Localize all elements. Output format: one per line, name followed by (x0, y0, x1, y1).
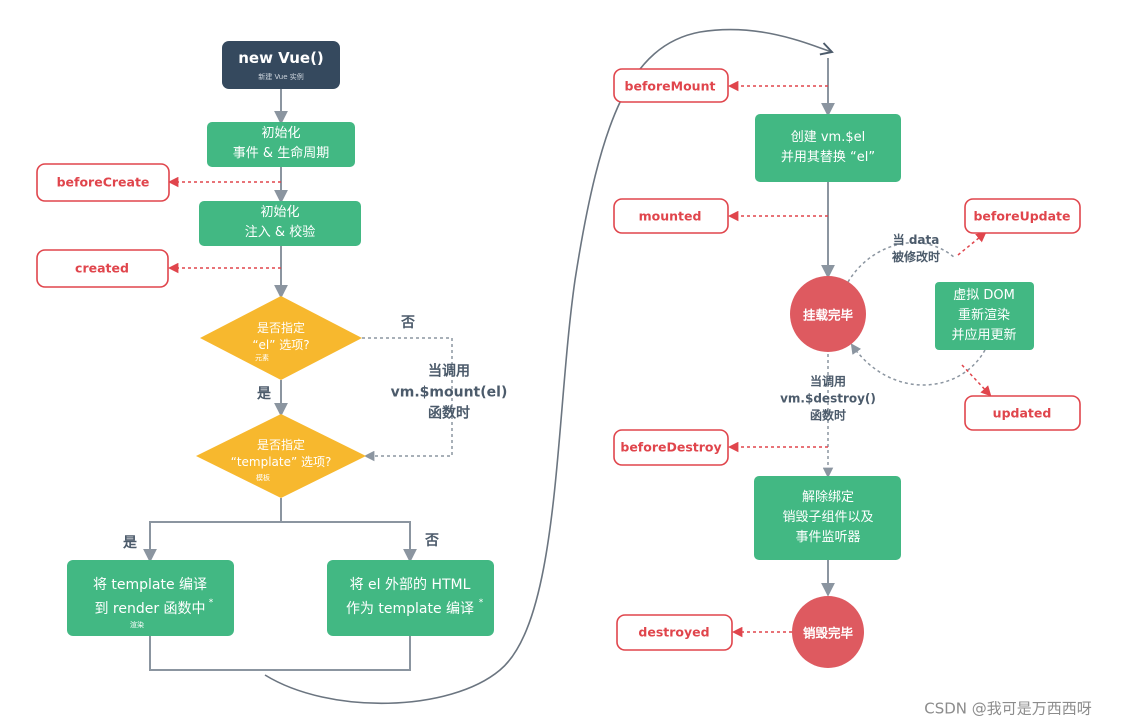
hook-pill (613, 429, 729, 466)
init-events-box (207, 122, 355, 167)
hook-arrow (961, 364, 992, 397)
hook-pill (964, 395, 1081, 431)
asterisk-mark: * (478, 598, 484, 608)
mounted-state-circle (790, 276, 866, 352)
vdom-line: 虚拟 DOM (953, 288, 1015, 303)
hook-pill (616, 614, 733, 651)
vdom-line: 重新渲染 (957, 308, 1011, 323)
watermark: CSDN @我可是万西西呀 (924, 699, 1092, 718)
flow-line (143, 498, 282, 563)
data-changed-line: 被修改时 (891, 250, 941, 264)
teardown-box (754, 476, 901, 560)
mounted-state-text: 挂载完毕 (802, 307, 854, 323)
mount-call-line: 函数时 (427, 405, 470, 422)
update-loop (847, 241, 956, 283)
no-label: 否 (425, 533, 439, 549)
init-inject-line: 注入 & 校验 (244, 225, 316, 240)
destroy-call-line: 函数时 (809, 408, 847, 423)
init-inject-text: 初始化 注入 & 校验 (245, 203, 315, 243)
vdom-box (935, 282, 1034, 350)
vdom-line: 并应用更新 (951, 328, 1017, 343)
join-curve (264, 28, 834, 705)
destroyed-state-text: 销毁完毕 (802, 625, 854, 641)
template-decision-diamond (196, 414, 366, 498)
update-loop (850, 343, 986, 386)
hook-pill (964, 198, 1081, 234)
yes-label: 是 (257, 386, 271, 402)
compile-template-line: 到 render 函数中 (94, 601, 206, 617)
compile-el-line: 作为 template 编译 (345, 601, 475, 617)
hook-arrow (957, 231, 987, 256)
hook-destroyed: destroyed (638, 624, 710, 640)
data-changed-note: 当 data 被修改时 (892, 232, 940, 266)
init-events-line: 初始化 (261, 126, 301, 141)
el-decision-small: 元素 (255, 354, 269, 362)
destroyed-state-circle (792, 596, 864, 668)
init-inject-box (199, 201, 361, 246)
init-inject-line: 初始化 (260, 205, 300, 220)
el-decision-line: 是否指定 (256, 321, 305, 335)
hook-before-destroy: beforeDestroy (620, 439, 722, 455)
hook-mounted: mounted (638, 208, 702, 224)
compile-el-text: 将 el 外部的 HTML 作为 template 编译 (346, 573, 474, 621)
destroy-call-line: vm.$destroy() (780, 391, 876, 406)
create-el-line: 并用其替换 “el” (780, 150, 876, 165)
render-small: 渲染 (130, 621, 144, 629)
new-vue-box (222, 41, 340, 89)
teardown-line: 销毁子组件以及 (782, 510, 874, 525)
teardown-line: 解除绑定 (801, 490, 855, 505)
hook-pill (36, 249, 169, 288)
asterisk-mark: * (208, 598, 214, 608)
compile-template-box (67, 560, 234, 636)
create-el-box (755, 114, 901, 182)
new-vue-title: new Vue() (238, 49, 324, 67)
flow-line (149, 636, 411, 671)
mount-call-line: vm.$mount(el) (390, 384, 508, 401)
hook-pill (613, 198, 729, 234)
create-el-text: 创建 vm.$el 并用其替换 “el” (781, 128, 875, 168)
hook-before-create: beforeCreate (56, 174, 150, 190)
init-events-text: 初始化 事件 & 生命周期 (233, 124, 329, 164)
data-changed-line: 当 data (892, 233, 940, 247)
mount-call-line: 当调用 (427, 363, 470, 380)
new-vue-subtitle: 新建 Vue 实例 (258, 73, 304, 81)
hook-pill (613, 68, 729, 103)
template-decision-line: 是否指定 (256, 438, 306, 452)
hook-updated: updated (992, 405, 1052, 421)
template-decision-small: 模板 (256, 474, 270, 482)
el-decision-diamond (200, 296, 362, 380)
template-decision-line: “template” 选项? (230, 455, 332, 469)
compile-el-line: 将 el 外部的 HTML (349, 577, 471, 593)
teardown-line: 事件监听器 (795, 530, 861, 545)
flow-line (281, 521, 417, 563)
hook-pill (36, 163, 170, 202)
template-decision-text: 是否指定 “template” 选项? (231, 437, 332, 471)
hook-created: created (75, 260, 129, 276)
destroy-call-line: 当调用 (809, 374, 847, 389)
no-el-path (362, 337, 453, 462)
compile-template-line: 将 template 编译 (92, 577, 208, 593)
init-events-line: 事件 & 生命周期 (232, 146, 330, 161)
compile-el-box (327, 560, 494, 636)
no-label: 否 (401, 315, 415, 331)
hook-before-update: beforeUpdate (973, 208, 1071, 224)
destroy-call-note: 当调用 vm.$destroy() 函数时 (780, 374, 876, 425)
el-decision-text: 是否指定 “el” 选项? (252, 320, 309, 354)
compile-template-text: 将 template 编译 到 render 函数中 (93, 573, 207, 621)
mount-call-note: 当调用 vm.$mount(el) 函数时 (391, 362, 508, 425)
hook-before-mount: beforeMount (624, 78, 716, 94)
teardown-text: 解除绑定 销毁子组件以及 事件监听器 (782, 488, 873, 548)
el-decision-line: “el” 选项? (252, 338, 310, 352)
create-el-line: 创建 vm.$el (790, 130, 866, 145)
yes-label: 是 (123, 535, 137, 551)
vdom-text: 虚拟 DOM 重新渲染 并应用更新 (951, 286, 1016, 346)
